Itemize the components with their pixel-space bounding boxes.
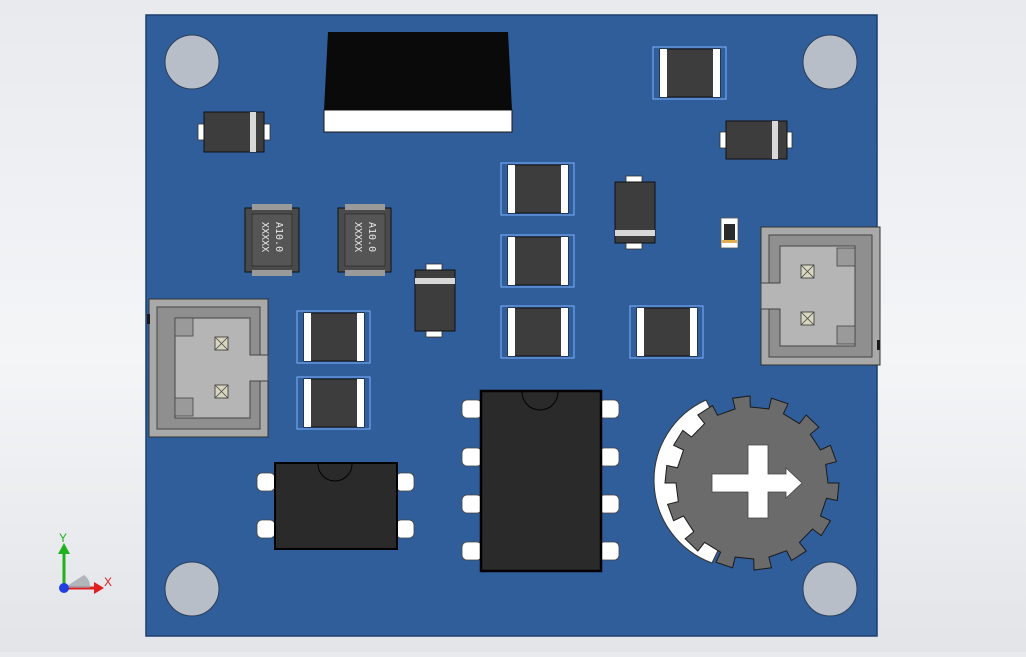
mount-hole-bottom-left[interactable] bbox=[164, 561, 220, 617]
smd-component-center-2[interactable] bbox=[500, 234, 575, 288]
smd-component-right[interactable] bbox=[629, 305, 704, 359]
dip8-ic[interactable] bbox=[461, 389, 620, 573]
diode-d2[interactable] bbox=[719, 120, 793, 160]
dip4-ic[interactable] bbox=[256, 462, 415, 550]
axis-x-label: X bbox=[104, 575, 112, 589]
mount-hole-bottom-right[interactable] bbox=[802, 561, 858, 617]
mounting-holes bbox=[164, 34, 858, 617]
mount-hole-top-left[interactable] bbox=[164, 34, 220, 90]
regulator-package[interactable] bbox=[323, 32, 513, 133]
trimmer-potentiometer[interactable] bbox=[653, 395, 840, 571]
connector-left[interactable] bbox=[147, 298, 269, 438]
inductor-l1-marking-2: XXXXX bbox=[259, 222, 270, 252]
axis-y-label: Y bbox=[59, 531, 67, 545]
connector-right[interactable] bbox=[760, 226, 881, 366]
inductor-l2[interactable]: A10.0 XXXXX bbox=[337, 204, 392, 276]
adjust-arrow-icon bbox=[711, 444, 803, 519]
inductor-l1[interactable]: A10.0 XXXXX bbox=[244, 204, 300, 276]
smd-component-left-1[interactable] bbox=[296, 310, 371, 364]
inductor-l2-marking-1: A10.0 bbox=[366, 222, 377, 252]
diode-d1[interactable] bbox=[197, 111, 271, 153]
smd-component-center-3[interactable] bbox=[500, 305, 575, 359]
mount-hole-top-right[interactable] bbox=[802, 34, 858, 90]
smd-component-left-2[interactable] bbox=[296, 376, 371, 430]
diode-d4[interactable] bbox=[614, 175, 656, 250]
led[interactable] bbox=[720, 217, 739, 249]
smd-component-top-right[interactable] bbox=[652, 46, 727, 100]
inductor-l1-marking-1: A10.0 bbox=[273, 222, 284, 252]
smd-component-center-1[interactable] bbox=[500, 162, 575, 216]
inductor-l2-marking-2: XXXXX bbox=[352, 222, 363, 252]
xyz-axis-triad-icon[interactable]: Y X bbox=[58, 531, 112, 594]
diode-d3[interactable] bbox=[414, 263, 456, 338]
